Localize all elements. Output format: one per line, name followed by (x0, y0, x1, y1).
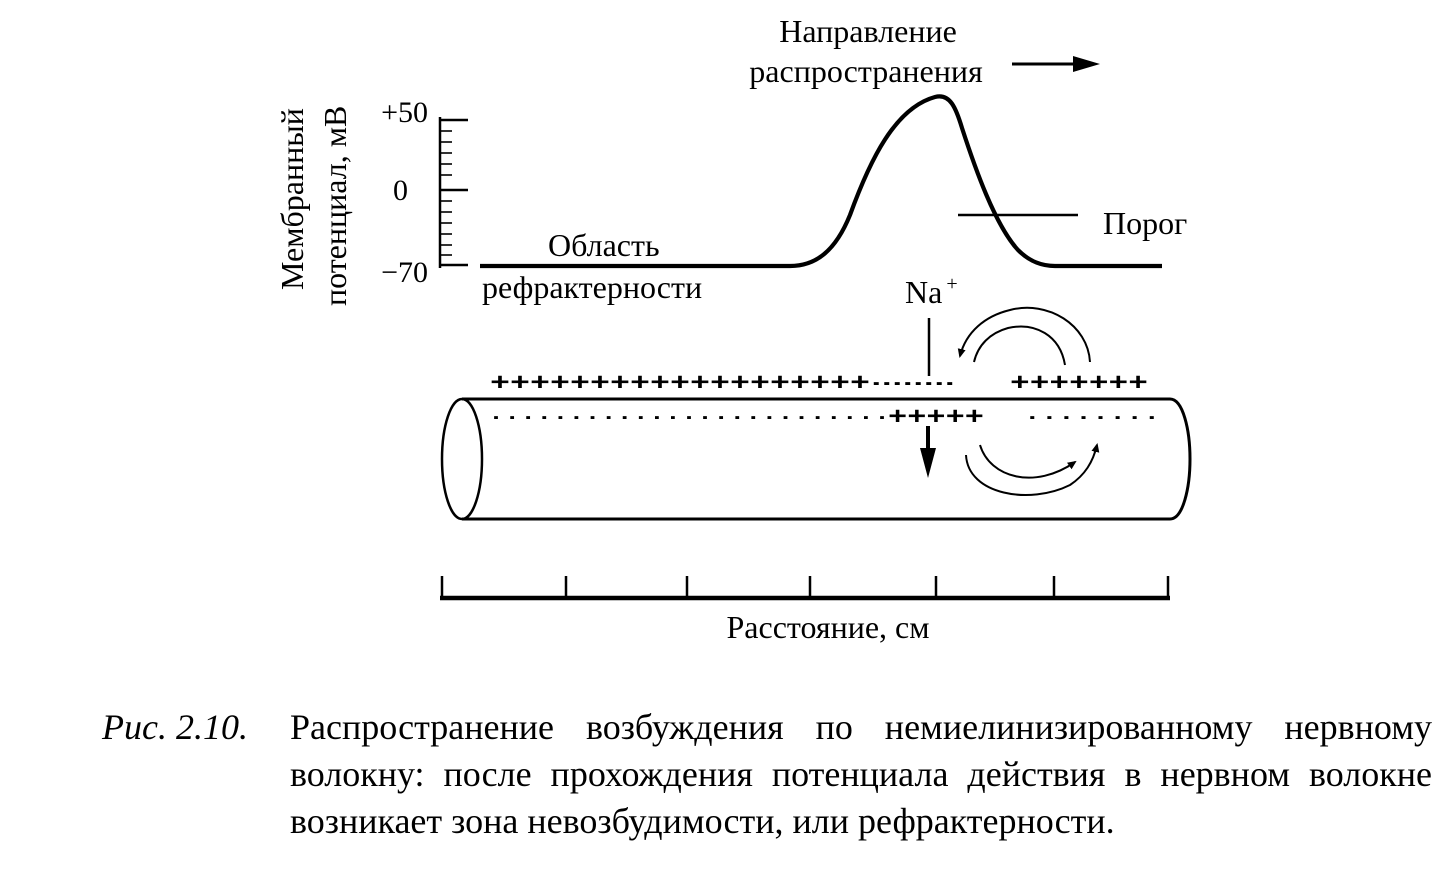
caption-text: Распространение возбуждения по немиелини… (290, 707, 1432, 841)
y-axis-label-line1: Мембранный (274, 108, 310, 290)
outer-positive-charges-left: +++++++++++++++++++ (490, 371, 870, 398)
y-tick-minus70: −70 (381, 256, 428, 289)
nerve-fiber-diagram: Мембранный потенциал, мВ +50 0 −70 Напра… (274, 13, 1192, 645)
y-axis-label-line2: потенциал, мВ (317, 106, 353, 306)
direction-arrow (1012, 56, 1100, 72)
direction-label-line1: Направление (779, 13, 957, 49)
inner-positive-charges-mid: +++++ (888, 405, 984, 432)
inner-negative-charges-left: - - - - - - - - - - - - - - - - - - - - … (492, 405, 886, 432)
threshold-label: Порог (1103, 205, 1187, 241)
caption-label: Рис. 2.10. (102, 707, 248, 747)
distance-label: Расстояние, см (727, 609, 930, 645)
potential-graph: Мембранный потенциал, мВ +50 0 −70 Напра… (274, 13, 1187, 306)
y-tick-zero: 0 (393, 174, 408, 207)
outer-current-loop-arrow (957, 306, 1091, 363)
action-potential-curve (480, 94, 1162, 269)
figure-caption: Рис. 2.10. Распространение возбуждения п… (102, 704, 1432, 845)
direction-label-line2: распространения (749, 53, 983, 89)
refractory-label-line1: Область (548, 227, 660, 263)
nerve-fiber: Na+ +++++++++++++++++++ -------- +++++++… (440, 273, 1192, 521)
inner-current-loop-arrow (979, 444, 1077, 479)
outer-positive-charges-right: +++++++ (1010, 371, 1148, 398)
y-axis (438, 117, 468, 268)
y-tick-plus50: +50 (381, 96, 428, 129)
inner-current-loop-outer (965, 443, 1100, 496)
outer-current-loop-inner (973, 325, 1066, 366)
sodium-ion-label: Na+ (905, 273, 958, 310)
fiber-cylinder (440, 397, 1192, 521)
distance-scale (440, 576, 1170, 601)
inner-negative-charges-right: - - - - - - - - (1028, 405, 1156, 432)
refractory-label-line2: рефрактерности (482, 269, 702, 305)
sodium-influx-arrow (920, 426, 936, 478)
outer-negative-charges-mid: -------- (871, 371, 955, 398)
